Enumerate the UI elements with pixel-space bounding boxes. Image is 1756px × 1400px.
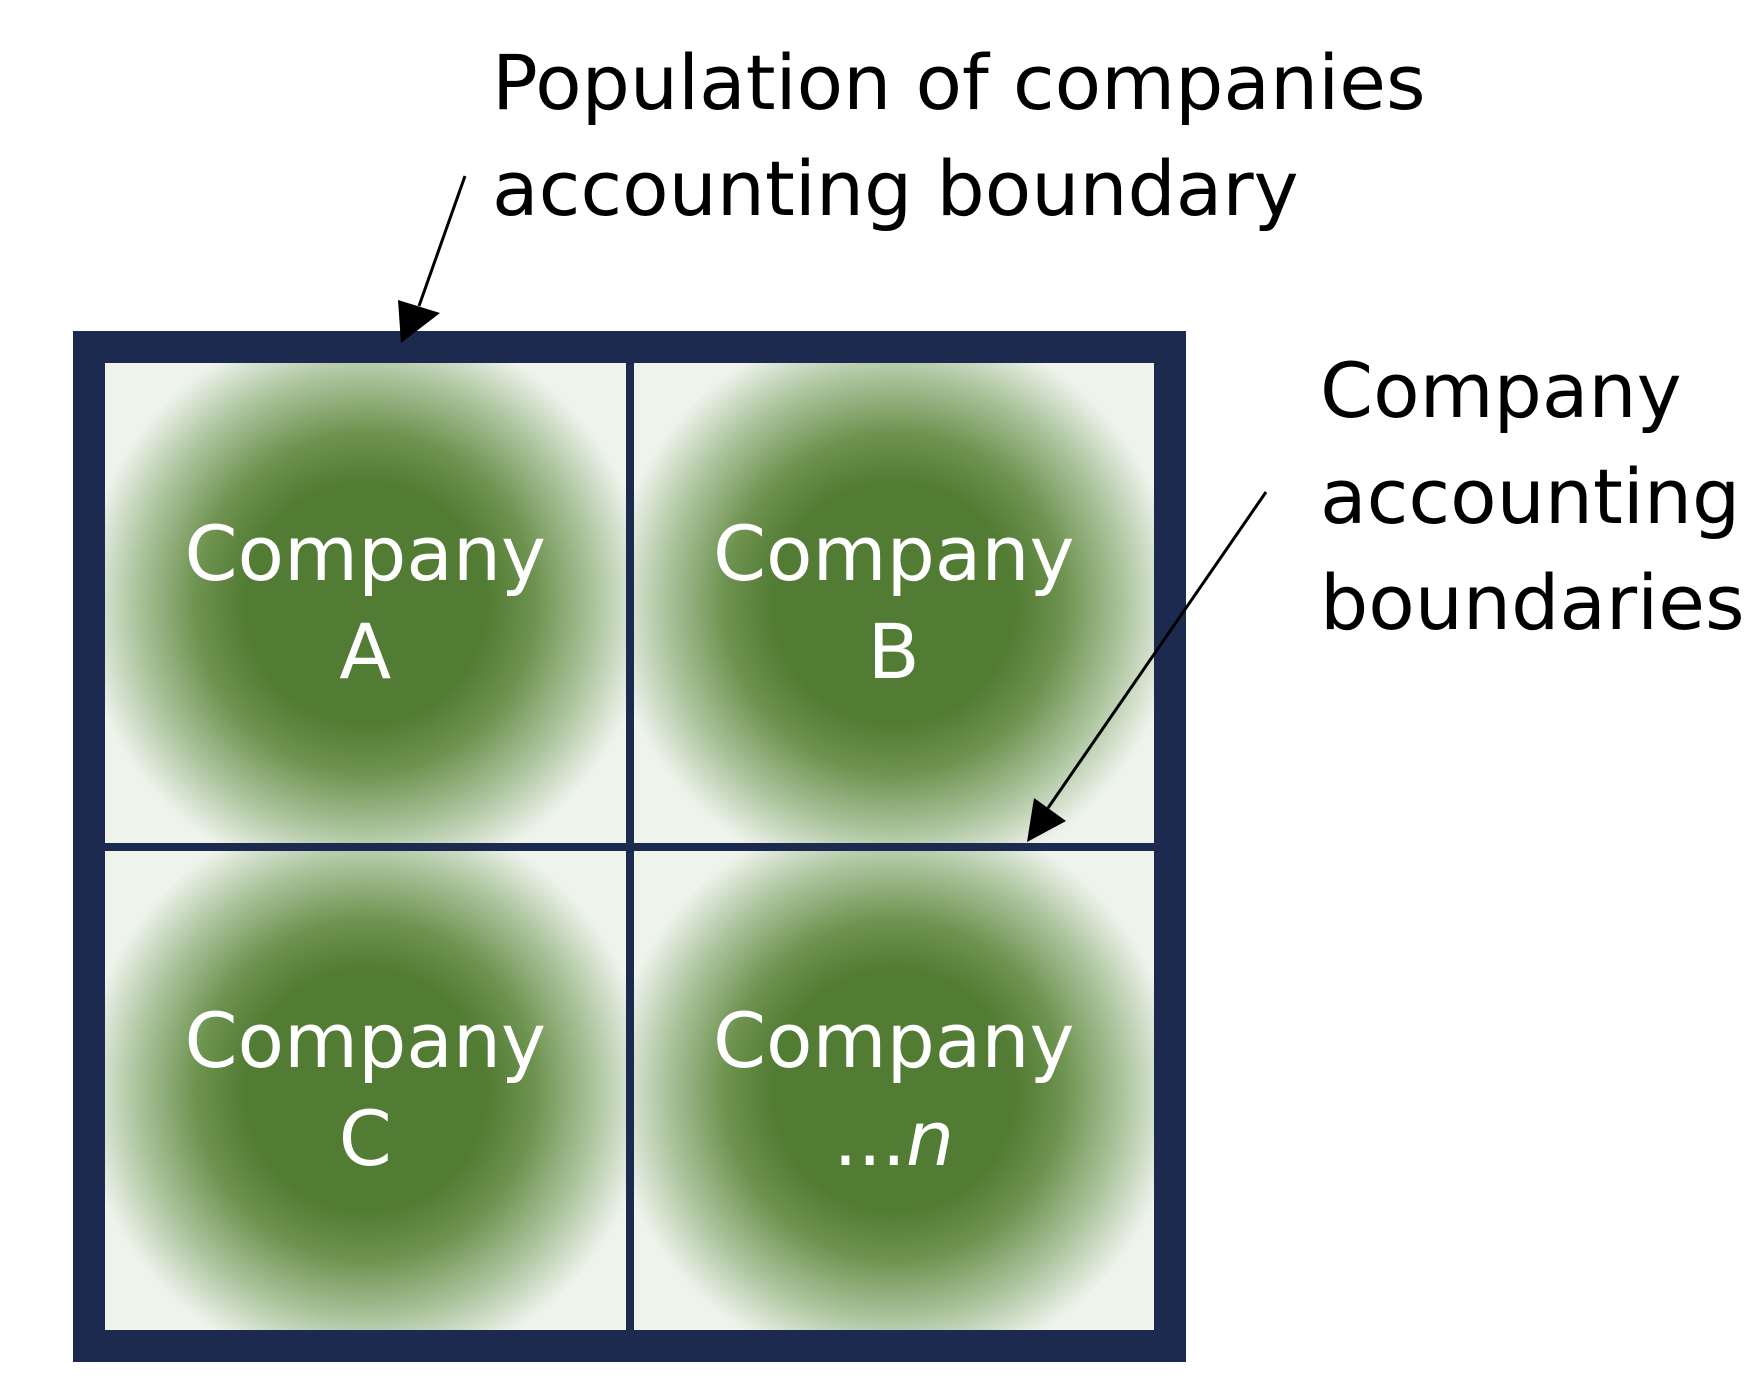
population-boundary-label: Population of companies accounting bound… bbox=[492, 30, 1426, 242]
company-boundaries-label-line1: Company bbox=[1320, 346, 1682, 435]
company-a-cell: Company A bbox=[105, 363, 626, 843]
population-boundary-box: Company A Company B Company C Company ..… bbox=[73, 331, 1186, 1362]
company-boundaries-label-line3: boundaries bbox=[1320, 558, 1745, 647]
company-c-line1: Company bbox=[184, 996, 547, 1086]
population-arrow bbox=[398, 175, 467, 343]
population-boundary-label-line1: Population of companies bbox=[492, 38, 1426, 127]
company-b-line2: B bbox=[867, 606, 920, 696]
company-c-line2: C bbox=[338, 1094, 392, 1184]
company-n-prefix: ... bbox=[833, 1094, 906, 1184]
company-b-cell: Company B bbox=[633, 363, 1154, 843]
company-c-cell: Company C bbox=[105, 850, 626, 1330]
company-n-cell: Company ...n bbox=[633, 850, 1154, 1330]
company-a-line2: A bbox=[339, 606, 392, 696]
company-n-italic: n bbox=[905, 1094, 955, 1184]
company-boundaries-label-line2: accounting bbox=[1320, 452, 1741, 541]
company-a-line1: Company bbox=[184, 508, 547, 598]
company-b-line1: Company bbox=[712, 508, 1075, 598]
population-arrow-line bbox=[417, 175, 467, 307]
company-boundaries-label: Company accounting boundaries bbox=[1320, 338, 1745, 656]
population-boundary-label-line2: accounting boundary bbox=[492, 144, 1299, 233]
company-n-line2: ...n bbox=[833, 1090, 954, 1188]
company-n-line1: Company bbox=[712, 996, 1075, 1086]
